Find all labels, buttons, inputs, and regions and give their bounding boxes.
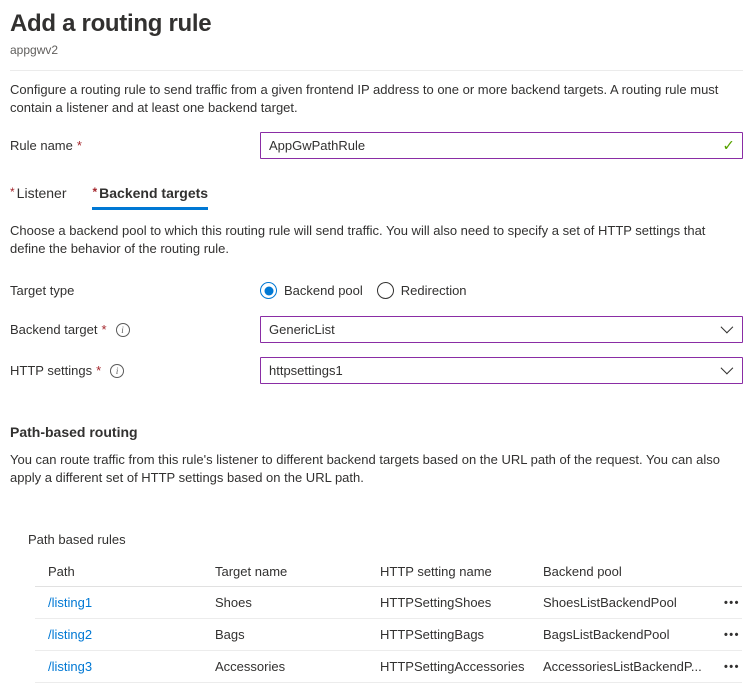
http-settings-row: HTTP settings * i httpsettings1 — [10, 357, 743, 384]
http-setting-name-cell: HTTPSettingAccessories — [380, 659, 525, 674]
rule-name-label-text: Rule name — [10, 138, 73, 153]
rule-name-input[interactable] — [260, 132, 743, 159]
required-asterisk: * — [101, 322, 107, 337]
radio-backend-pool[interactable]: Backend pool — [260, 282, 363, 299]
column-header-path[interactable]: Path — [48, 563, 75, 579]
backend-target-value: GenericList — [269, 322, 335, 337]
more-options-icon[interactable]: ••• — [723, 660, 740, 673]
intro-text: Configure a routing rule to send traffic… — [10, 82, 719, 115]
backend-target-label: Backend target * i — [10, 322, 260, 337]
page-subtitle: appgwv2 — [10, 43, 59, 57]
add-routing-rule-blade: Add a routing rule appgwv2 Configure a r… — [0, 0, 753, 683]
backend-pool-cell: AccessoriesListBackendP... — [543, 659, 702, 674]
target-name-cell: Shoes — [215, 595, 252, 610]
target-name-cell: Bags — [215, 627, 245, 642]
target-type-radio-group: Backend pool Redirection — [260, 282, 467, 299]
path-link[interactable]: /listing3 — [48, 659, 93, 674]
backend-target-row: Backend target * i GenericList — [10, 316, 743, 343]
path-rules-table: Path Target name HTTP setting name Backe… — [35, 556, 742, 683]
chevron-down-icon — [720, 361, 734, 374]
table-header-row: Path Target name HTTP setting name Backe… — [35, 556, 742, 587]
path-link[interactable]: /listing2 — [48, 627, 93, 642]
tab-bar: *Listener *Backend targets — [10, 185, 743, 210]
required-asterisk: * — [76, 138, 82, 153]
radio-unselected-icon[interactable] — [376, 282, 394, 299]
required-asterisk: * — [10, 185, 15, 199]
tab-listener[interactable]: *Listener — [10, 185, 66, 210]
radio-selected-icon[interactable] — [260, 282, 277, 299]
http-setting-name-cell: HTTPSettingShoes — [380, 595, 492, 610]
more-options-icon[interactable]: ••• — [723, 628, 740, 641]
backend-target-select[interactable]: GenericList — [260, 316, 743, 343]
column-header-http-setting-name[interactable]: HTTP setting name — [380, 563, 492, 579]
path-based-routing-heading: Path-based routing — [10, 424, 138, 440]
header-divider — [10, 70, 743, 71]
rule-name-label: Rule name * — [10, 138, 260, 153]
tab-listener-label: Listener — [16, 185, 67, 201]
backend-target-label-text: Backend target — [10, 322, 98, 337]
radio-backend-pool-label: Backend pool — [284, 283, 363, 298]
tab-backend-targets[interactable]: *Backend targets — [92, 185, 209, 210]
path-based-rules-label: Path based rules — [28, 532, 126, 547]
required-asterisk: * — [92, 185, 98, 199]
column-header-backend-pool[interactable]: Backend pool — [543, 563, 622, 579]
http-setting-name-cell: HTTPSettingBags — [380, 627, 485, 642]
target-type-label: Target type — [10, 283, 75, 298]
table-row: /listing3 Accessories HTTPSettingAccesso… — [35, 651, 742, 683]
backend-intro-text: Choose a backend pool to which this rout… — [10, 223, 706, 256]
http-settings-label-text: HTTP settings — [10, 363, 93, 378]
http-settings-select[interactable]: httpsettings1 — [260, 357, 743, 384]
target-type-row: Target type Backend pool Redirection — [10, 282, 743, 299]
info-icon[interactable]: i — [115, 322, 130, 337]
radio-redirection-label: Redirection — [400, 283, 467, 298]
table-row: /listing1 Shoes HTTPSettingShoes ShoesLi… — [35, 587, 742, 619]
tab-backend-targets-label: Backend targets — [99, 185, 209, 201]
chevron-down-icon — [720, 320, 734, 333]
path-routing-description: You can route traffic from this rule's l… — [10, 452, 720, 485]
required-asterisk: * — [96, 363, 102, 378]
radio-redirection[interactable]: Redirection — [376, 282, 467, 299]
backend-pool-cell: BagsListBackendPool — [543, 627, 670, 642]
more-options-icon[interactable]: ••• — [723, 596, 740, 609]
http-settings-value: httpsettings1 — [269, 363, 343, 378]
info-icon[interactable]: i — [110, 363, 125, 378]
table-row: /listing2 Bags HTTPSettingBags BagsListB… — [35, 619, 742, 651]
rule-name-row: Rule name * ✓ — [10, 132, 743, 159]
http-settings-label: HTTP settings * i — [10, 363, 260, 378]
page-title: Add a routing rule — [10, 10, 212, 37]
path-link[interactable]: /listing1 — [48, 595, 93, 610]
target-name-cell: Accessories — [215, 659, 286, 674]
rule-name-input-wrap: ✓ — [260, 132, 743, 159]
column-header-target-name[interactable]: Target name — [215, 563, 288, 579]
backend-pool-cell: ShoesListBackendPool — [543, 595, 677, 610]
